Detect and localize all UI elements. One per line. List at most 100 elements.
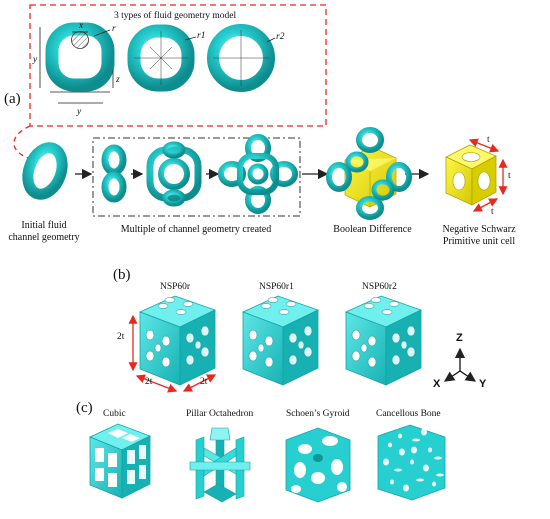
caption-boolean: Boolean Difference bbox=[333, 224, 412, 235]
cube-hole bbox=[406, 325, 416, 337]
radius-label-r2: r2 bbox=[276, 32, 285, 42]
cube-hole bbox=[303, 346, 313, 358]
boolean-difference-model bbox=[326, 127, 412, 220]
cube-hole bbox=[288, 332, 298, 344]
cube-hole bbox=[367, 335, 377, 347]
cube-hole bbox=[267, 297, 279, 303]
dim-2t-vertical: 2t bbox=[117, 332, 125, 342]
cube-hole bbox=[367, 356, 377, 368]
cube-hole bbox=[351, 350, 361, 362]
cube-hole bbox=[363, 303, 375, 309]
bone-pore bbox=[428, 447, 432, 453]
cube-hole bbox=[200, 346, 210, 358]
cube-hole bbox=[381, 309, 393, 315]
structure-label-pillar-octahedron: Pillar Octahedron bbox=[186, 409, 254, 419]
cube-hole bbox=[360, 343, 368, 353]
ring-tori bbox=[146, 141, 202, 207]
bone-pore bbox=[410, 459, 414, 465]
cancellous-bone-structure bbox=[377, 424, 446, 501]
dim-y-bottom-label: y bbox=[77, 107, 82, 117]
thickness-label-bottom: t bbox=[491, 207, 494, 217]
dim-x-label: x bbox=[79, 21, 84, 31]
bone-pore bbox=[394, 468, 402, 472]
structure-label-cubic: Cubic bbox=[103, 409, 126, 419]
cube-hole bbox=[260, 303, 272, 309]
caption-negative: Negative Schwarz Primitive unit cell bbox=[442, 224, 516, 247]
cube-hole bbox=[406, 346, 416, 358]
axis-y-label: Y bbox=[479, 378, 487, 390]
cubic-structure bbox=[88, 423, 151, 499]
nsp-cube-holes bbox=[145, 297, 416, 368]
cube-hole bbox=[185, 354, 195, 366]
cube-hole bbox=[248, 350, 258, 362]
cube-hole bbox=[288, 354, 298, 366]
torus-model-r2 bbox=[207, 24, 276, 92]
panel-b-letter: (b) bbox=[113, 267, 131, 283]
bone-pore bbox=[390, 479, 394, 485]
thickness-label-top: t bbox=[487, 135, 490, 145]
dim-2t-right: 2t bbox=[200, 377, 208, 387]
bone-pore bbox=[423, 464, 429, 472]
structure-label-gyroid: Schoen’s Gyroid bbox=[286, 409, 350, 419]
cube-hole bbox=[264, 335, 274, 347]
torus-network bbox=[218, 134, 298, 214]
model-connector bbox=[13, 125, 31, 159]
dim-z-label: z bbox=[116, 75, 120, 85]
cube-hole bbox=[164, 297, 176, 303]
cube-hole bbox=[391, 354, 401, 366]
model-box-title: 3 types of fluid geometry model bbox=[114, 11, 237, 21]
cube-hole bbox=[264, 356, 274, 368]
axis-z-label: Z bbox=[456, 332, 463, 344]
cube-hole bbox=[351, 329, 361, 341]
bone-pore bbox=[412, 438, 420, 442]
axis-triad bbox=[443, 347, 477, 382]
model-box bbox=[29, 4, 327, 127]
two-tori bbox=[101, 144, 127, 203]
cube-hole bbox=[157, 303, 169, 309]
cube-hole bbox=[161, 356, 171, 368]
bone-pore bbox=[434, 456, 442, 460]
cube-hole bbox=[161, 335, 171, 347]
cube-hole bbox=[194, 340, 202, 350]
multiple-box bbox=[92, 137, 301, 217]
caption-initial: Initial fluid channel geometry bbox=[8, 220, 80, 243]
bone-pore bbox=[432, 481, 436, 487]
torus-model-r bbox=[39, 22, 115, 104]
cube-hole bbox=[278, 309, 290, 315]
bone-pore bbox=[416, 478, 424, 482]
cube-hole bbox=[285, 301, 297, 307]
negative-schwarz-cube bbox=[445, 138, 508, 212]
cube-hole bbox=[175, 309, 187, 315]
cube-hole bbox=[248, 329, 258, 341]
bone-pore bbox=[388, 442, 392, 448]
initial-torus bbox=[22, 142, 68, 200]
cube-hole bbox=[400, 340, 408, 350]
bone-pore bbox=[383, 458, 389, 466]
cube-hole bbox=[185, 332, 195, 344]
sample-label-nsp60r1: NSP60r1 bbox=[259, 282, 294, 292]
caption-multiple: Multiple of channel geometry created bbox=[120, 224, 272, 235]
structure-label-cancellous-bone: Cancellous Bone bbox=[376, 409, 441, 419]
axis-x-label: X bbox=[433, 378, 441, 390]
bone-pore bbox=[399, 448, 405, 456]
radius-label-r: r bbox=[112, 24, 116, 34]
sample-label-nsp60r: NSP60r bbox=[160, 282, 191, 292]
cube-hole bbox=[391, 332, 401, 344]
cube-hole bbox=[200, 325, 210, 337]
cube-hole bbox=[297, 340, 305, 350]
bone-pore bbox=[398, 433, 402, 439]
pillar-octahedron-structure bbox=[189, 427, 251, 503]
cube-hole bbox=[257, 343, 265, 353]
bone-pore bbox=[403, 484, 409, 492]
gyroid-structure bbox=[285, 427, 351, 503]
cube-hole bbox=[370, 297, 382, 303]
dim-y-label: y bbox=[33, 55, 38, 65]
bone-pore bbox=[421, 428, 427, 436]
radius-label-r1: r1 bbox=[197, 31, 206, 41]
cube-hole bbox=[154, 343, 162, 353]
panel-a-letter: (a) bbox=[4, 91, 21, 107]
thickness-label-right: t bbox=[508, 171, 511, 181]
